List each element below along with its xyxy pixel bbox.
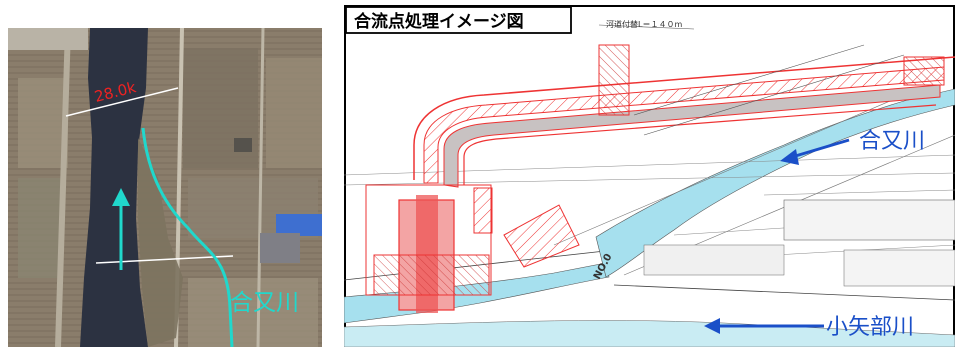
tributary-water bbox=[595, 88, 955, 278]
building bbox=[260, 233, 300, 263]
bank-block bbox=[643, 244, 785, 276]
river-label-gomata: 合又川 bbox=[230, 290, 299, 316]
diversion-channel-outer bbox=[413, 56, 955, 180]
main-river-label: 小矢部川 bbox=[826, 315, 914, 340]
chainage-line bbox=[65, 87, 179, 117]
leader-line bbox=[633, 44, 865, 116]
gravel-bank bbox=[138, 138, 183, 347]
section-line bbox=[95, 255, 234, 264]
gate-wing bbox=[373, 254, 490, 296]
leader-line bbox=[643, 54, 905, 136]
bank-block bbox=[783, 199, 955, 241]
upper-structure bbox=[598, 44, 630, 116]
wing-wall bbox=[503, 204, 580, 268]
aerial-photo: 28.0k 合又川 bbox=[8, 28, 322, 347]
embankment bbox=[55, 28, 71, 347]
title-box bbox=[345, 6, 572, 34]
farm-plot bbox=[266, 58, 322, 168]
tributary-trace bbox=[141, 127, 234, 347]
contour-line bbox=[553, 94, 905, 246]
farm-plot bbox=[188, 278, 318, 347]
leader-line bbox=[598, 24, 695, 30]
diversion-channel-gray bbox=[443, 84, 941, 188]
confluence-plan: 合流点処理イメージ図 河道付替L＝１４０m NO.0 合又川 小矢部川 bbox=[344, 5, 955, 347]
farm-road bbox=[256, 28, 265, 347]
plan-title: 合流点処理イメージ図 bbox=[354, 11, 524, 32]
arrow-left-icon bbox=[704, 318, 824, 334]
stair-structure bbox=[473, 187, 493, 234]
tributary-label: 合又川 bbox=[859, 129, 925, 154]
farm-plot bbox=[18, 178, 63, 278]
bank-line bbox=[613, 284, 955, 301]
arrow-up-icon bbox=[112, 188, 130, 270]
bank-block bbox=[843, 249, 955, 287]
diversion-channel-inner bbox=[463, 104, 937, 185]
upper-right-block bbox=[903, 56, 945, 86]
farm-plot bbox=[18, 78, 68, 168]
building bbox=[234, 138, 252, 152]
channel-length-note: 河道付替L＝１４０m bbox=[606, 19, 682, 29]
arrow-left-icon bbox=[780, 138, 850, 165]
building-blue-roof bbox=[276, 214, 322, 236]
building bbox=[8, 28, 88, 50]
contour-line bbox=[763, 189, 955, 196]
